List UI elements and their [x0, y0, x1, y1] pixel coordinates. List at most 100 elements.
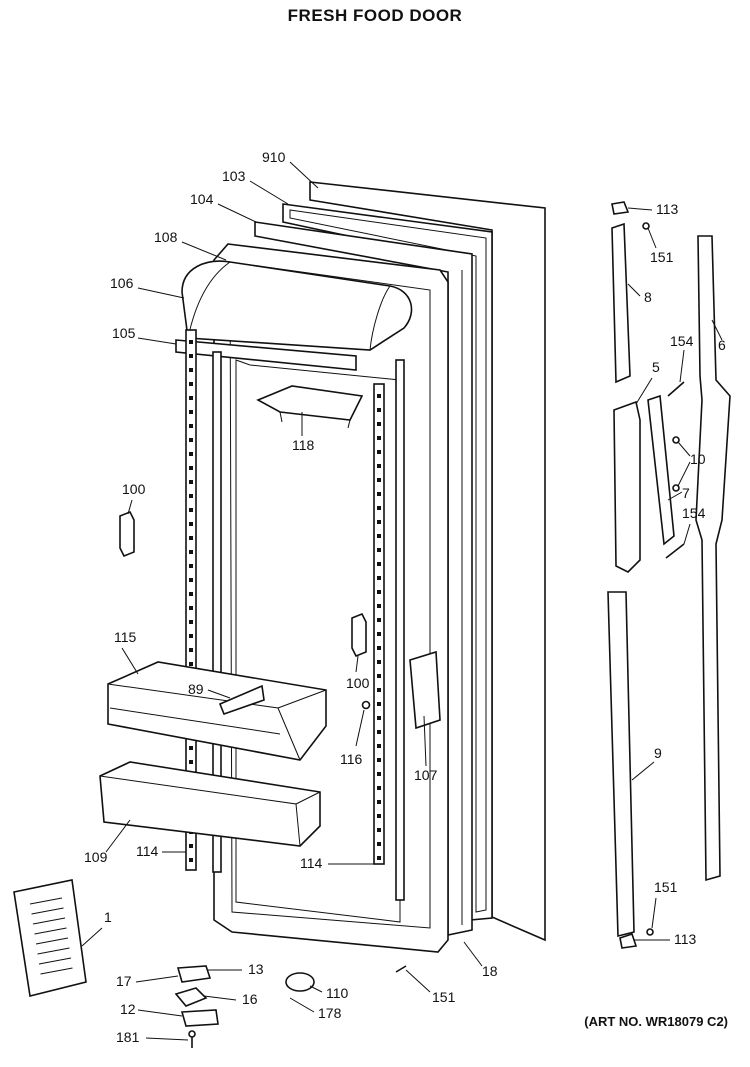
door-bin-115: [107, 661, 327, 761]
leader-line: [627, 283, 641, 297]
leader-line: [207, 689, 231, 699]
callout-label-c12: 12: [120, 1001, 136, 1017]
callout-label-c107: 107: [414, 767, 438, 783]
callout-label-c106: 106: [110, 275, 134, 291]
callout-label-c151b: 151: [650, 249, 674, 265]
leader-line: [309, 985, 323, 993]
screws-10: [672, 436, 680, 492]
callout-label-c105: 105: [112, 325, 136, 341]
owner-manual: [13, 879, 87, 997]
leader-line: [635, 377, 653, 405]
shelf-clip-upper: [119, 510, 135, 558]
callout-label-c181: 181: [116, 1029, 140, 1045]
callout-label-c114a: 114: [136, 843, 159, 859]
leader-line: [137, 337, 177, 345]
callout-label-c7: 7: [682, 485, 690, 501]
callout-label-c104: 104: [190, 191, 214, 207]
screw-116: [361, 700, 371, 710]
cap-110: [285, 972, 315, 992]
screw-151-bottom: [395, 965, 407, 973]
leader-line: [137, 1009, 183, 1017]
leader-line: [203, 995, 237, 1001]
leader-line: [127, 499, 133, 515]
leader-line: [405, 969, 431, 993]
leader-line: [105, 819, 131, 853]
leader-line: [249, 180, 289, 205]
leader-line: [145, 1037, 189, 1041]
handle-5: [613, 400, 641, 573]
leader-line: [135, 975, 179, 983]
gasket-strip-6: [695, 235, 731, 882]
callout-label-c6: 6: [718, 337, 726, 353]
end-cap-113-bottom: [619, 932, 638, 949]
callout-label-c8: 8: [644, 289, 652, 305]
callout-label-c151a: 151: [432, 989, 456, 1005]
hinge-12: [180, 1009, 219, 1027]
hinge-bracket: [409, 650, 441, 730]
callout-leader-lines: [81, 161, 723, 1041]
end-cap-113-top: [611, 201, 630, 215]
callout-label-c115: 115: [114, 629, 137, 645]
callout-label-c118: 118: [292, 437, 315, 453]
leader-line: [647, 227, 657, 249]
shelf-clip-lower: [351, 612, 367, 658]
leader-line: [289, 161, 319, 189]
shelf-rail-right: [373, 383, 385, 865]
callout-label-c103: 103: [222, 168, 246, 184]
callout-label-c113b: 113: [674, 931, 697, 947]
callout-label-c100a: 100: [122, 481, 146, 497]
leader-line: [679, 349, 685, 383]
leader-line: [463, 941, 483, 967]
callout-label-c109: 109: [84, 849, 108, 865]
leader-line: [651, 897, 657, 929]
leader-line: [355, 655, 359, 673]
leader-line: [423, 715, 427, 767]
callout-label-c10: 10: [690, 451, 706, 467]
callout-label-c110: 110: [326, 985, 349, 1001]
trim-9: [607, 591, 635, 938]
callout-label-c154b: 154: [682, 505, 706, 521]
callout-label-c100b: 100: [346, 675, 370, 691]
callout-label-c16: 16: [242, 991, 258, 1007]
leader-line: [631, 761, 655, 781]
leader-line: [677, 461, 691, 487]
screw-181: [188, 1030, 196, 1048]
bin-divider: [218, 684, 265, 716]
dairy-compartment-door: [181, 260, 413, 351]
art-number: (ART NO. WR18079 C2): [584, 1014, 728, 1029]
diagram-title: FRESH FOOD DOOR: [287, 6, 463, 25]
callout-label-c178: 178: [318, 1005, 342, 1021]
callout-label-c9: 9: [654, 745, 662, 761]
handle-trim-8: [611, 222, 631, 384]
liner-side-rail: [212, 351, 405, 901]
leader-line: [217, 203, 257, 223]
leader-line: [355, 709, 365, 747]
leader-line: [121, 647, 139, 675]
callout-label-c151c: 151: [654, 879, 678, 895]
callout-label-c18: 18: [482, 963, 498, 979]
leader-line: [683, 523, 691, 545]
callout-label-c1: 1: [104, 909, 112, 925]
leader-line: [181, 241, 227, 261]
callout-label-c116: 116: [340, 751, 363, 767]
dairy-door-bar: [175, 339, 357, 371]
callout-label-c13: 13: [248, 961, 264, 977]
leader-line: [137, 287, 185, 299]
hardware-17-13: [176, 965, 212, 983]
leader-line: [289, 997, 315, 1013]
callout-label-c108: 108: [154, 229, 178, 245]
leader-line: [627, 207, 653, 211]
callout-label-c89: 89: [188, 681, 204, 697]
callout-label-c5: 5: [652, 359, 660, 375]
callout-label-c17: 17: [116, 973, 132, 989]
leader-line: [677, 441, 691, 457]
leader-line: [711, 319, 723, 341]
hinge-16: [174, 987, 208, 1007]
screws-154: [665, 381, 685, 559]
handle-insert-7: [647, 394, 675, 546]
leader-line: [667, 491, 683, 501]
door-bin-109: [99, 761, 321, 847]
